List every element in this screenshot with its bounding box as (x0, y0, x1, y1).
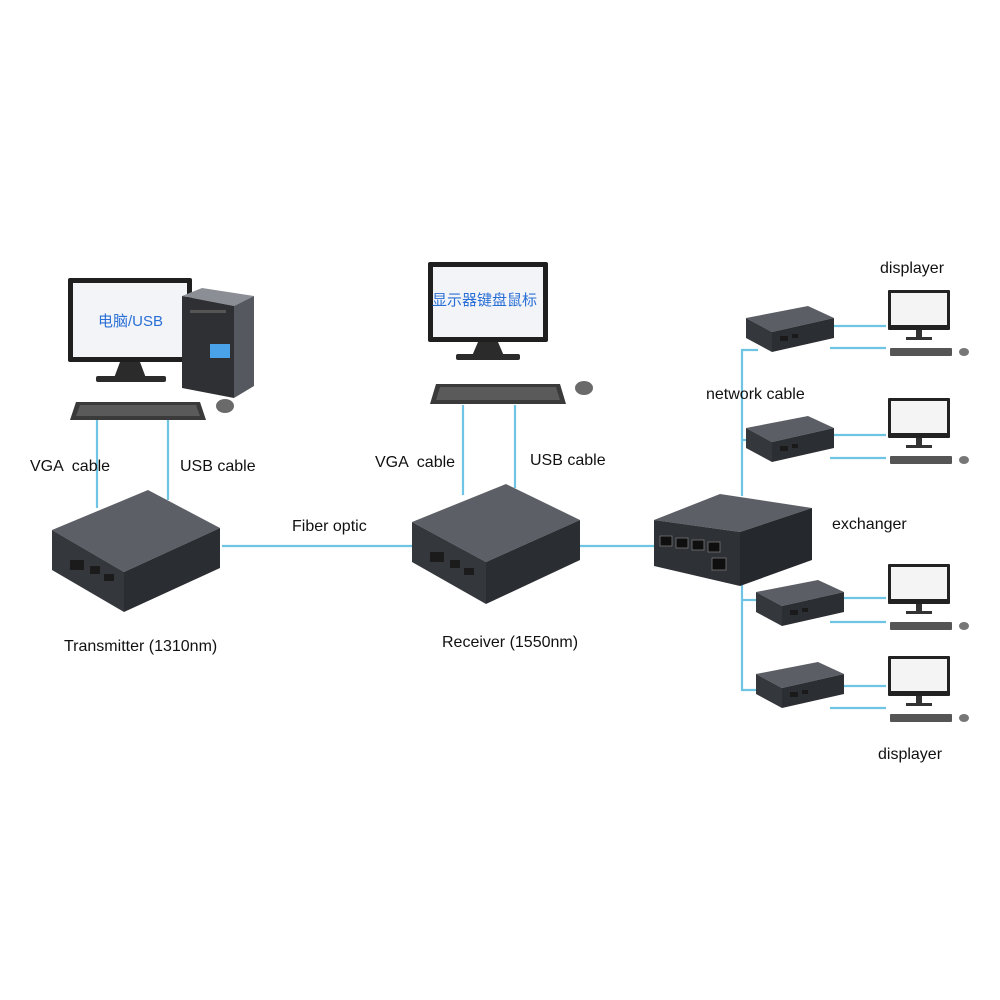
pc-monitor-text: 电脑/USB (98, 313, 163, 330)
usb-cable-label-mid: USB cable (530, 452, 606, 469)
extender-receiver-icon (756, 580, 844, 626)
network-switch-icon (654, 494, 812, 586)
vga-cable-label-mid: VGA cable (375, 454, 455, 471)
displayer-label-top: displayer (880, 260, 945, 277)
transmitter-device-icon (52, 490, 220, 612)
keyboard-icon (430, 384, 566, 404)
usb-cable-label-left: USB cable (180, 458, 256, 475)
extender-receiver-icon (756, 662, 844, 708)
keyboard-icon (70, 402, 206, 420)
network-cable-label: network cable (706, 386, 805, 403)
display-workstation: 显示器键盘鼠标 (428, 262, 593, 404)
display-monitor-icon (888, 656, 969, 722)
network-cable-trunk-top (740, 348, 758, 496)
displayer-label-bottom: displayer (878, 746, 943, 763)
display-monitor-icon: 显示器键盘鼠标 (428, 262, 548, 360)
display-monitor-icon (888, 398, 969, 464)
transmitter-label: Transmitter (1310nm) (64, 638, 217, 655)
vga-cable-label-left: VGA cable (30, 458, 110, 475)
receiver-device-icon (412, 484, 580, 604)
display-monitor-text: 显示器键盘鼠标 (432, 291, 537, 309)
display-monitor-icon (888, 290, 969, 356)
display-monitor-icon (888, 564, 969, 630)
exchanger-label: exchanger (832, 516, 907, 533)
pc-tower-icon (182, 288, 254, 398)
mouse-icon (575, 381, 593, 395)
computer-monitor-icon: 电脑/USB (68, 278, 192, 382)
extender-receiver-icon (746, 416, 834, 462)
mouse-icon (216, 399, 234, 413)
extender-receiver-icon (746, 306, 834, 352)
receiver-label: Receiver (1550nm) (442, 634, 578, 651)
fiber-optic-label: Fiber optic (292, 518, 367, 535)
network-cable-trunk-bottom (740, 578, 758, 692)
pc-workstation: 电脑/USB (68, 278, 254, 420)
